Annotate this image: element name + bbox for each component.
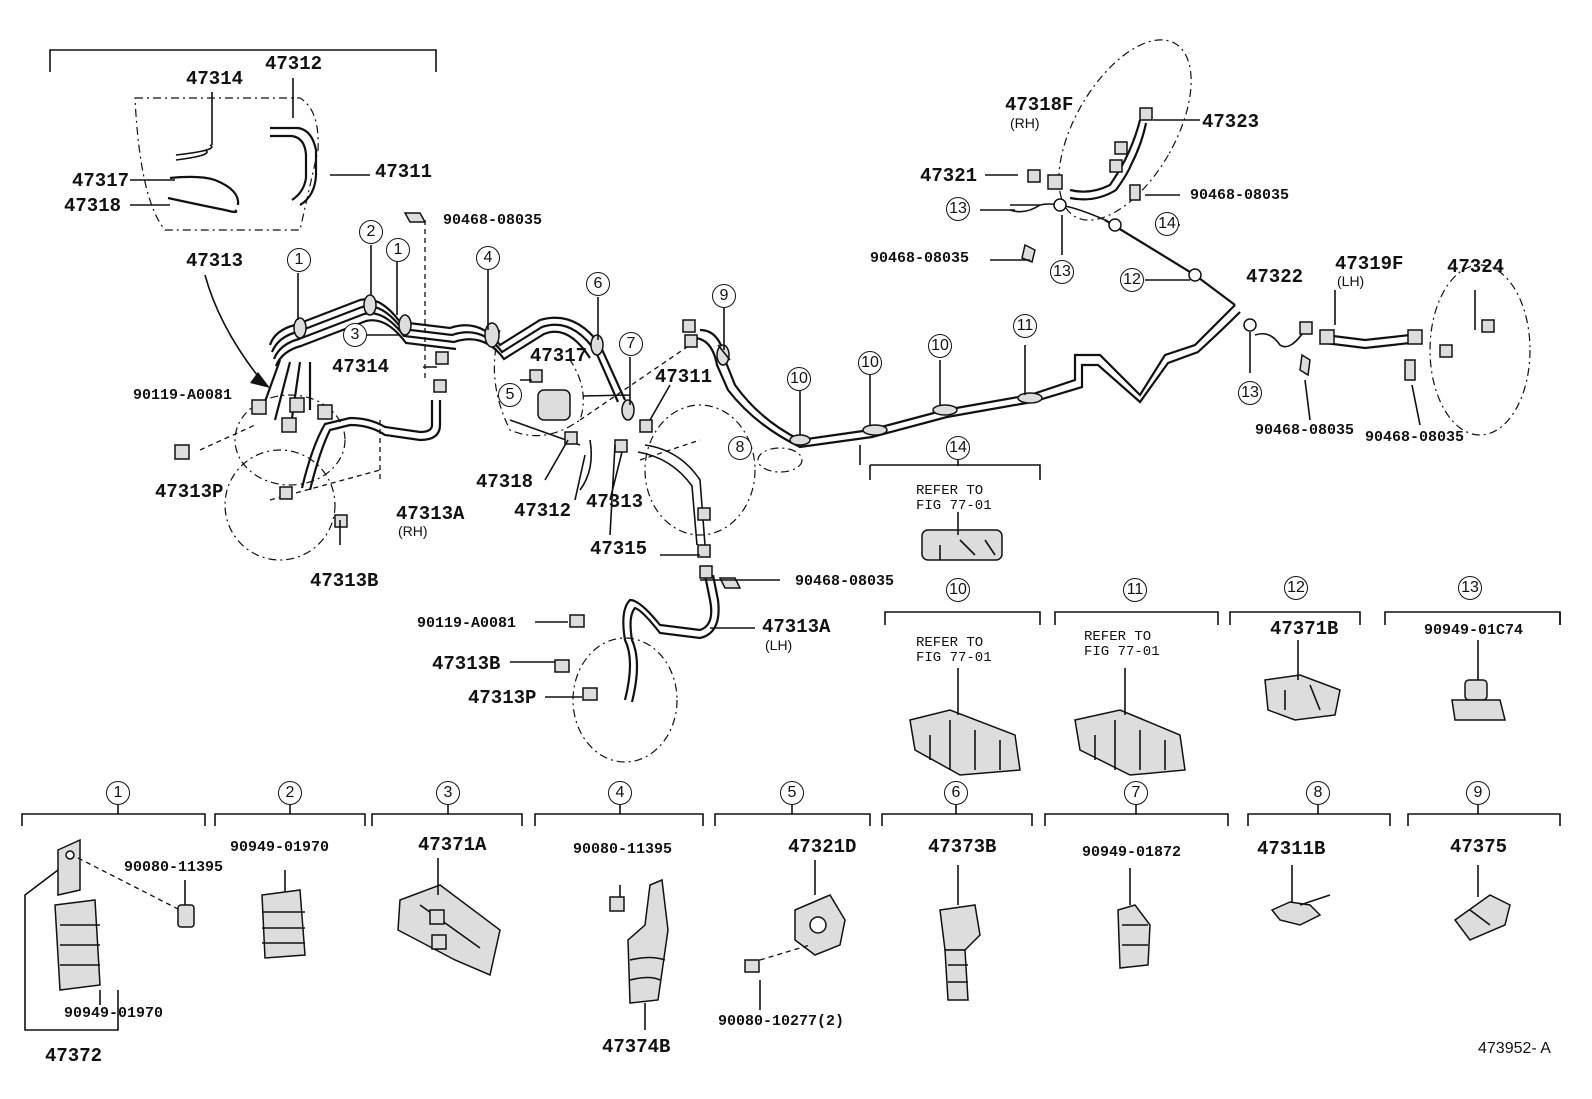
- callout-11-group: 11: [1123, 578, 1147, 602]
- part-47313A-label-lh: 47313A: [762, 616, 831, 638]
- part-47311B-label: 47311B: [1257, 838, 1326, 860]
- callout-5-group: 5: [780, 781, 804, 805]
- callout-10a: 10: [787, 367, 811, 391]
- callout-10b: 10: [858, 351, 882, 375]
- callout-9a: 9: [712, 284, 736, 308]
- callout-1a: 1: [287, 248, 311, 272]
- callout-2a: 2: [359, 220, 383, 244]
- part-90468-label-6: 90468-08035: [1365, 429, 1465, 446]
- side-lh-label-1: (LH): [765, 637, 793, 653]
- side-rh-label-1: (RH): [398, 523, 428, 539]
- callout-8a: 8: [728, 436, 752, 460]
- part-90468-label-4: 90468-08035: [870, 250, 970, 267]
- callout-7-group: 7: [1124, 781, 1148, 805]
- part-90468-label-5: 90468-08035: [1255, 422, 1355, 439]
- part-47312-label: 47312: [265, 53, 323, 75]
- part-47322-label: 47322: [1246, 266, 1304, 288]
- side-lh-label-2: (LH): [1337, 273, 1365, 289]
- part-90080-11395-label-1: 90080-11395: [124, 859, 224, 876]
- part-90119-label-2: 90119-A0081: [417, 615, 517, 632]
- callout-4a: 4: [476, 246, 500, 270]
- part-47313A-label-rh: 47313A: [396, 503, 465, 525]
- part-47372-label: 47372: [45, 1045, 103, 1067]
- callout-4-group: 4: [608, 781, 632, 805]
- part-47321-label: 47321: [920, 165, 978, 187]
- part-47315-label: 47315: [590, 538, 648, 560]
- part-47371B-label: 47371B: [1270, 618, 1339, 640]
- part-47311-label: 47311: [375, 161, 433, 183]
- callout-12-group: 12: [1284, 576, 1308, 600]
- callout-7a: 7: [619, 332, 643, 356]
- part-47318-label-2: 47318: [476, 471, 534, 493]
- refer-note-10: REFER TO FIG 77-01: [916, 635, 992, 667]
- callout-12a: 12: [1120, 268, 1144, 292]
- refer-note-11: REFER TO FIG 77-01: [1084, 629, 1160, 661]
- callout-10c: 10: [928, 334, 952, 358]
- callout-9-group: 9: [1466, 781, 1490, 805]
- callout-13-group: 13: [1458, 576, 1482, 600]
- callout-11a: 11: [1013, 314, 1037, 338]
- part-90949-01872-label: 90949-01872: [1082, 844, 1182, 861]
- part-47313-label: 47313: [186, 250, 244, 272]
- callout-3a: 3: [343, 323, 367, 347]
- part-90468-label-2: 90468-08035: [795, 573, 895, 590]
- part-90468-label-3: 90468-08035: [1190, 187, 1290, 204]
- part-47373B-label: 47373B: [928, 836, 997, 858]
- callout-3-group: 3: [436, 781, 460, 805]
- callout-14a: 14: [1155, 212, 1179, 236]
- part-90949-01970-label-2: 90949-01970: [230, 839, 330, 856]
- part-47374B-label: 47374B: [602, 1036, 671, 1058]
- part-47313-label-2: 47313: [586, 491, 644, 513]
- part-47317-label: 47317: [72, 170, 130, 192]
- part-47375-label: 47375: [1450, 836, 1508, 858]
- callout-10-group: 10: [946, 578, 970, 602]
- figure-id: 473952- A: [1478, 1040, 1551, 1057]
- part-47324-label: 47324: [1447, 256, 1505, 278]
- callout-8-group: 8: [1306, 781, 1330, 805]
- part-47319F-label: 47319F: [1335, 253, 1404, 275]
- part-90468-label-1: 90468-08035: [443, 212, 543, 229]
- refer-note-14: REFER TO FIG 77-01: [916, 483, 992, 515]
- callout-1b: 1: [386, 238, 410, 262]
- part-47321D-label: 47321D: [788, 836, 857, 858]
- part-47313P-label-2: 47313P: [468, 687, 537, 709]
- callout-13c: 13: [1238, 381, 1262, 405]
- part-47313B-label-2: 47313B: [432, 653, 501, 675]
- part-47313P-label-1: 47313P: [155, 481, 224, 503]
- part-90949-01970-label-1: 90949-01970: [64, 1005, 164, 1022]
- part-90080-11395-label-2: 90080-11395: [573, 841, 673, 858]
- callout-13b: 13: [1050, 260, 1074, 284]
- side-rh-label-2: (RH): [1010, 115, 1040, 131]
- part-47311-label-2: 47311: [655, 366, 713, 388]
- part-47312-label-2: 47312: [514, 500, 572, 522]
- part-90949-01C74-label: 90949-01C74: [1424, 622, 1524, 639]
- callout-5a: 5: [498, 383, 522, 407]
- callout-14-group: 14: [946, 436, 970, 460]
- part-47371A-label: 47371A: [418, 834, 487, 856]
- part-47323-label: 47323: [1202, 111, 1260, 133]
- callout-6a: 6: [586, 272, 610, 296]
- part-47313B-label-1: 47313B: [310, 570, 379, 592]
- part-90119-label-1: 90119-A0081: [133, 387, 233, 404]
- part-90080-10277-label: 90080-10277(2): [718, 1013, 845, 1030]
- callout-2-group: 2: [278, 781, 302, 805]
- part-47317-label-2: 47317: [530, 345, 588, 367]
- part-47314-label-2: 47314: [332, 356, 390, 378]
- callout-13a: 13: [946, 197, 970, 221]
- callout-1-group: 1: [106, 781, 130, 805]
- part-47314-label: 47314: [186, 68, 244, 90]
- part-47318F-label: 47318F: [1005, 94, 1074, 116]
- callout-6-group: 6: [944, 781, 968, 805]
- part-47318-label: 47318: [64, 195, 122, 217]
